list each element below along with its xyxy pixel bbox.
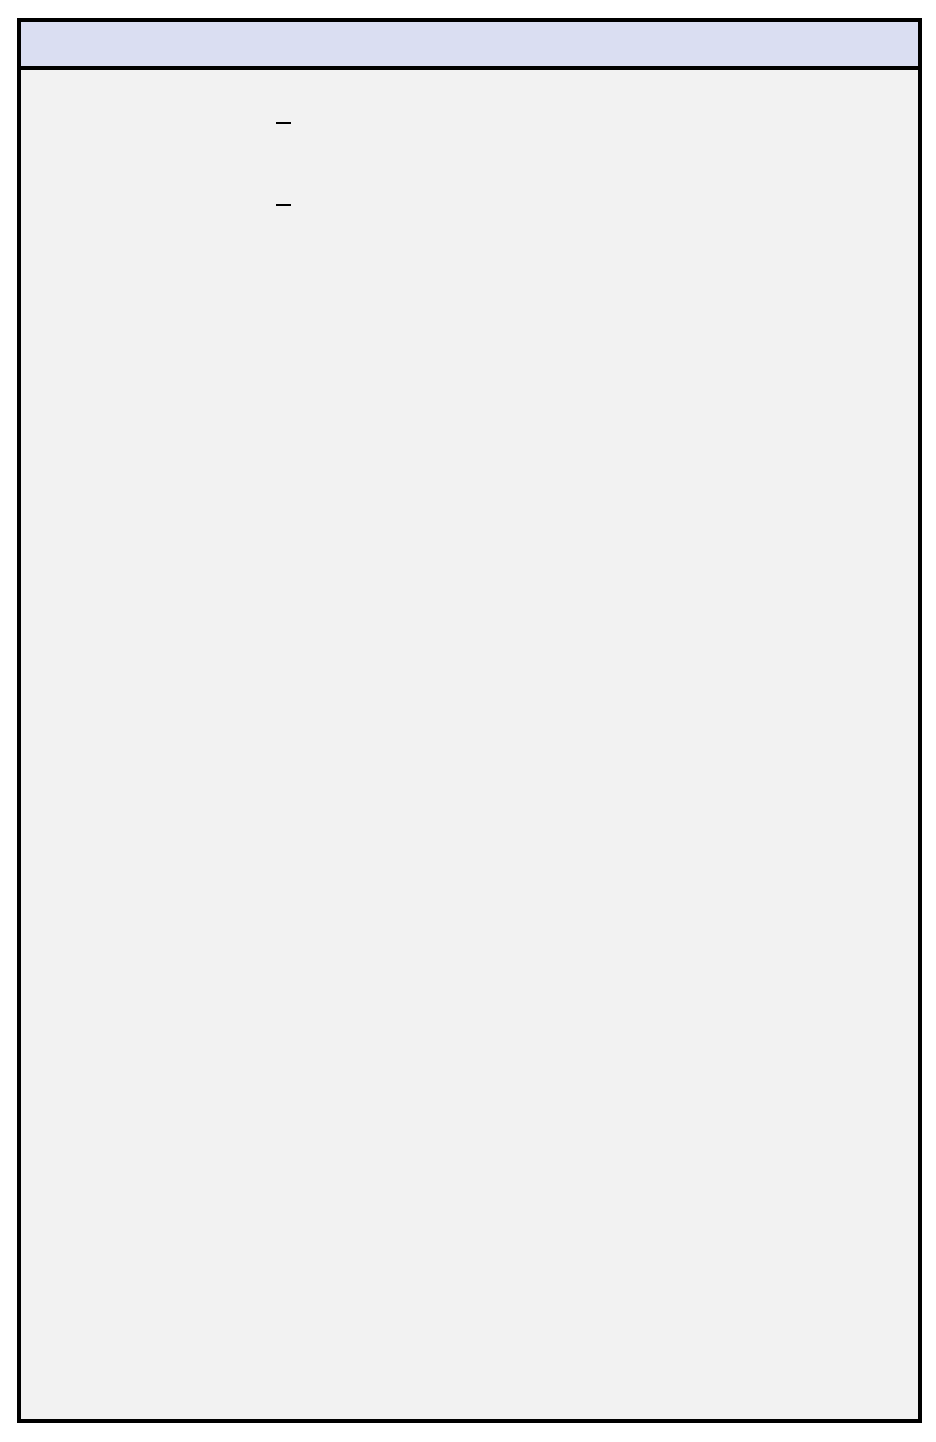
outer-frame (17, 18, 922, 1423)
connector-line (276, 122, 291, 124)
connector-line (276, 204, 291, 206)
title-bar (21, 22, 918, 70)
